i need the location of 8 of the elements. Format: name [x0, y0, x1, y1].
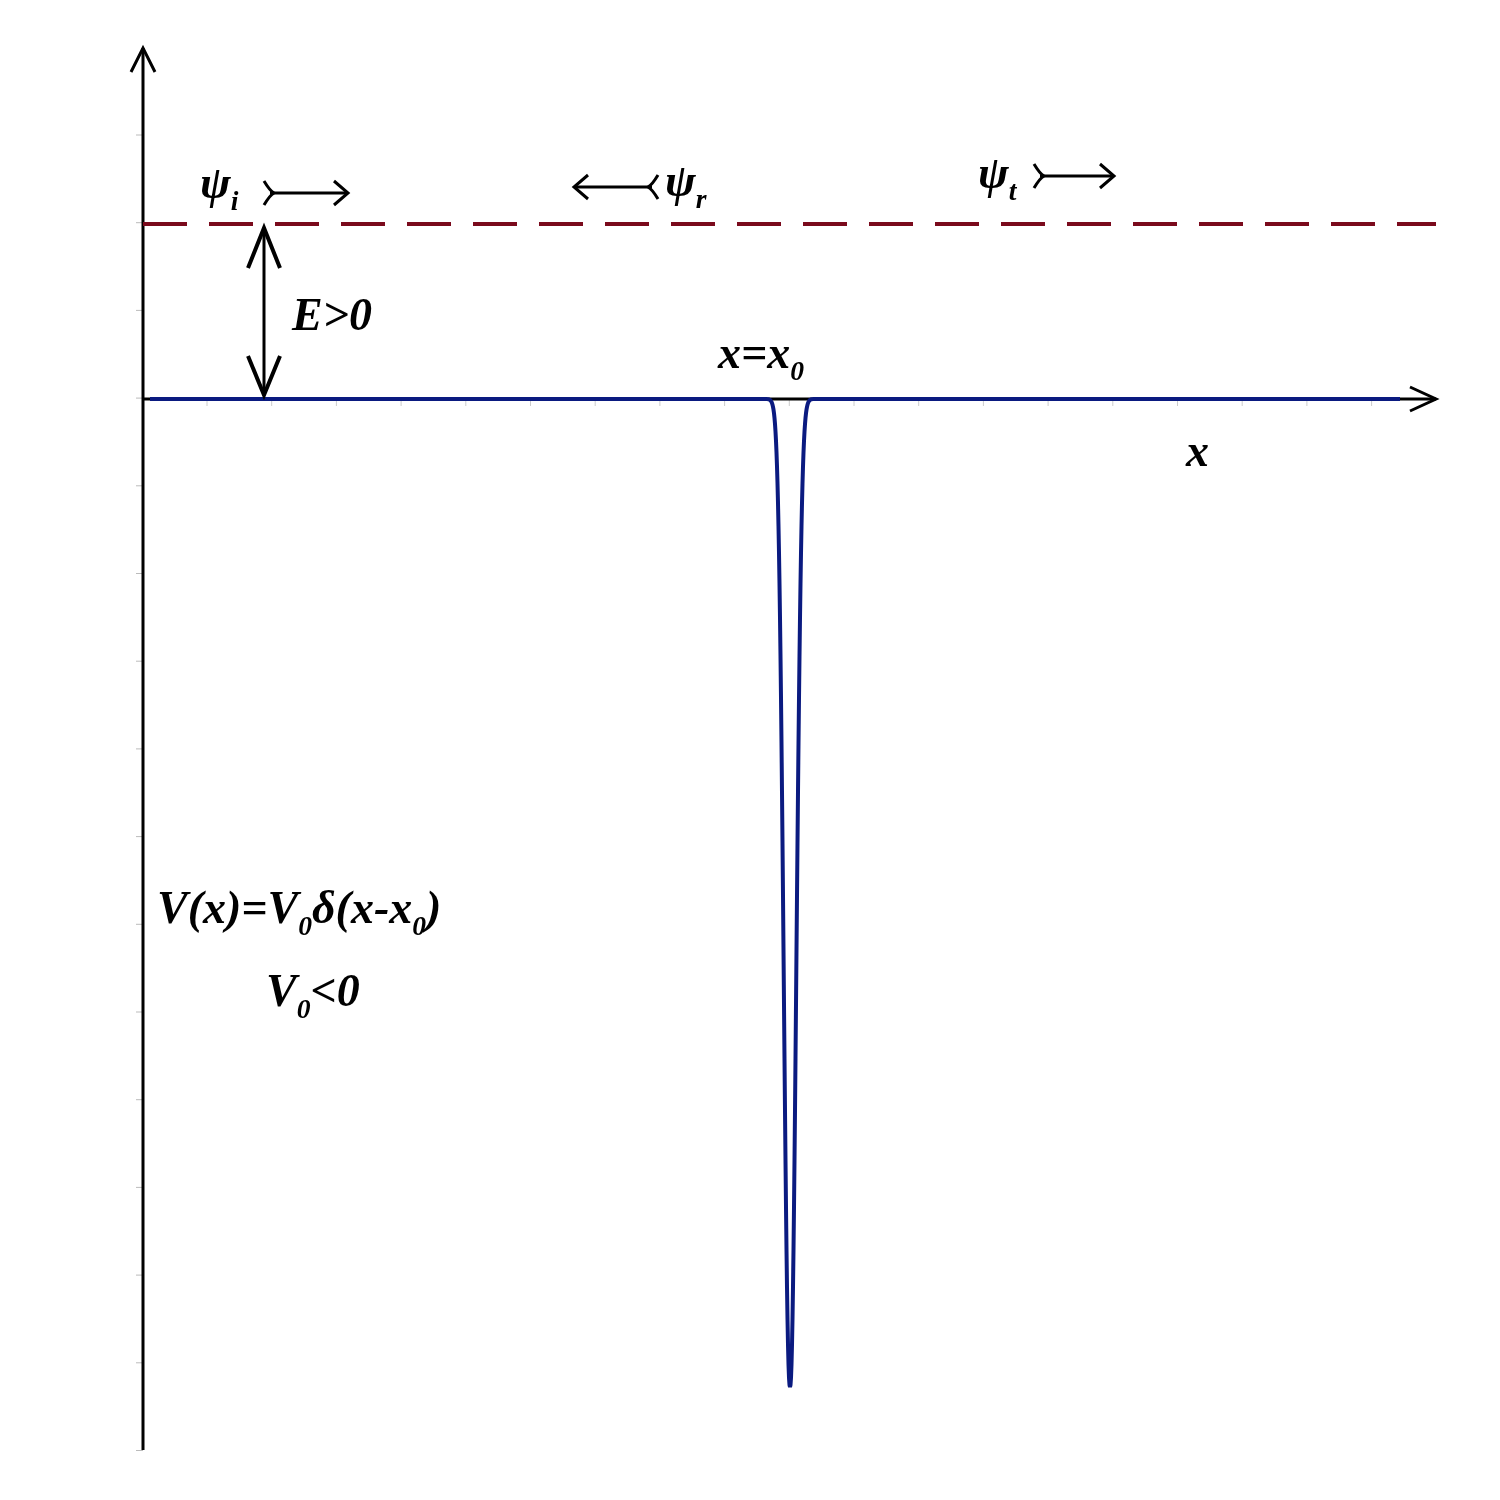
- math-label: V(x)=V$_{0}$δ(x-x$_{0}$): [157, 885, 442, 940]
- math-label: E>0: [292, 292, 372, 338]
- math-label: ψ$_{i}$: [200, 160, 239, 215]
- math-label: ψ$_{r}$: [665, 158, 707, 213]
- math-label: ψ$_{t}$: [978, 150, 1017, 205]
- math-label: x: [1186, 428, 1209, 474]
- math-label: x=x$_{0}$: [718, 330, 804, 385]
- math-label: V$_{0}$<0: [266, 968, 360, 1023]
